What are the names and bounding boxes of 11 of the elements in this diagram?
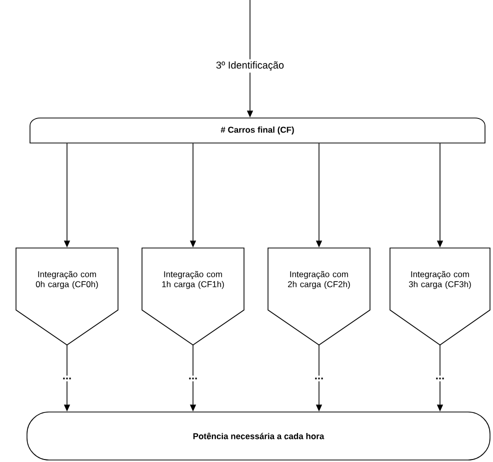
offpage-connector: Integração com 3h carga (CF3h): [390, 248, 490, 346]
offpage-connector: Integração com 1h carga (CF1h): [142, 248, 244, 346]
offpage-connector: Integração com 2h carga (CF2h): [268, 248, 370, 346]
edge-label: ...: [63, 378, 71, 380]
edge-label: ...: [315, 378, 323, 380]
terminal-box: Potência necessária a cada hora: [26, 412, 490, 460]
offpage-connector: Integração com 0h carga (CF0h): [16, 248, 118, 346]
process-bar: # Carros final (CF): [30, 118, 486, 144]
edge-label: ...: [436, 378, 444, 380]
edge-label: 3º Identificação: [216, 61, 284, 71]
edge-label: ...: [189, 378, 197, 380]
